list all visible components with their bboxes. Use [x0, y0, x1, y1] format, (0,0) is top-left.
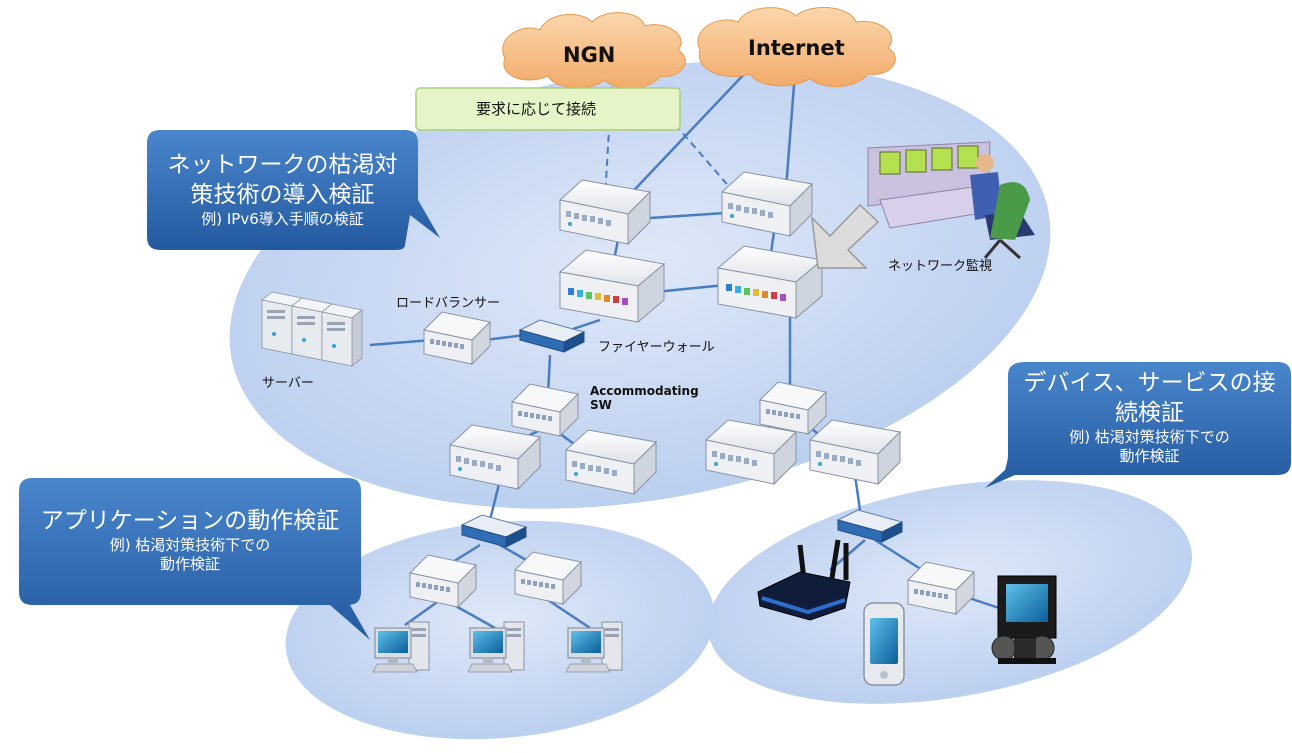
operator-console-icon	[867, 141, 1035, 260]
tv-icon	[991, 575, 1057, 664]
desktop-pc-icon	[565, 621, 623, 673]
callout-top-left-text: ネットワークの枯渇対 策技術の導入検証 例) IPv6導入手順の検証	[147, 150, 418, 229]
l3-switch-icon	[717, 245, 823, 319]
accommodating-sw-line1: Accommodating	[590, 384, 699, 398]
callout-title: デバイス、サービスの接	[1023, 370, 1276, 396]
cloud-icon	[697, 6, 896, 88]
accommodating-sw-label: Accommodating SW	[590, 384, 699, 412]
switch-icon	[809, 419, 901, 485]
callout-subtitle: 例) 枯渇対策技術下での	[109, 536, 271, 554]
internet-label: Internet	[748, 36, 845, 60]
switch-icon	[511, 383, 579, 437]
connect-note-label: 要求に応じて接続	[476, 100, 597, 118]
server-label: サーバー	[262, 376, 314, 391]
cloud-icon	[502, 12, 686, 90]
load-balancer-label: ロードバランサー	[396, 296, 501, 311]
monitoring-label: ネットワーク監視	[888, 259, 993, 274]
desktop-pc-icon	[372, 621, 430, 673]
callout-top-left	[147, 130, 440, 250]
callout-title: ネットワークの枯渇対	[167, 152, 398, 178]
callout-subtitle: 動作検証	[159, 555, 220, 573]
switch-icon	[907, 561, 975, 615]
callout-subtitle: 動作検証	[1119, 447, 1180, 465]
ngn-label: NGN	[563, 43, 616, 67]
switch-icon	[514, 551, 582, 605]
server-rack-icon	[321, 303, 363, 367]
callout-title: アプリケーションの動作検証	[40, 508, 340, 534]
callout-bottom-left	[19, 478, 370, 640]
callout-subtitle: 例) IPv6導入手順の検証	[201, 210, 364, 228]
firewall-label: ファイヤーウォール	[598, 340, 715, 355]
callout-right-text: デバイス、サービスの接 続検証 例) 枯渇対策技術下での 動作検証	[1008, 368, 1291, 466]
desktop-pc-icon	[467, 621, 525, 673]
arrow-icon	[810, 203, 880, 269]
callout-subtitle: 例) 枯渇対策技術下での	[1069, 428, 1230, 446]
callout-title: 続検証	[1115, 400, 1184, 426]
callout-bottom-left-text: アプリケーションの動作検証 例) 枯渇対策技術下での 動作検証	[19, 506, 361, 574]
callout-right	[985, 362, 1291, 488]
connect-note-box	[415, 87, 681, 131]
wireless-router-icon	[757, 539, 851, 621]
smartphone-icon	[863, 602, 905, 686]
accommodating-sw-line2: SW	[590, 398, 612, 412]
l3-switch-icon	[559, 249, 665, 323]
switch-icon	[409, 554, 477, 608]
switch-icon	[759, 381, 827, 435]
callout-title: 策技術の導入検証	[190, 182, 375, 208]
load-balancer-icon	[423, 311, 491, 365]
